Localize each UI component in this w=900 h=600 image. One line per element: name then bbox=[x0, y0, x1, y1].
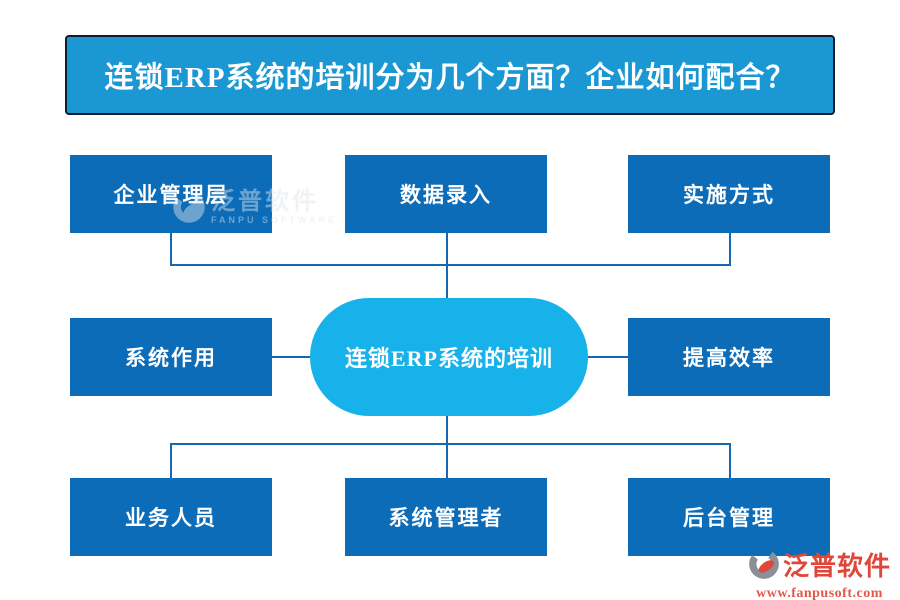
connector-top-right-vertical bbox=[729, 233, 731, 266]
footer-website-url: www.fanpusoft.com bbox=[756, 586, 883, 600]
node-label: 企业管理层 bbox=[113, 183, 229, 207]
node-system-role: 系统作用 bbox=[70, 318, 272, 396]
footer-brand-logo: 泛普软件 www.fanpusoft.com bbox=[748, 548, 891, 600]
page-title: 连锁ERP系统的培训分为几个方面？企业如何配合？ bbox=[104, 62, 796, 94]
node-label: 连锁ERP系统的培训 bbox=[344, 346, 553, 371]
node-label: 实施方式 bbox=[683, 183, 775, 207]
connector-top-left-vertical bbox=[170, 233, 172, 266]
node-business-staff: 业务人员 bbox=[70, 478, 272, 556]
node-system-administrator: 系统管理者 bbox=[345, 478, 547, 556]
node-backend-management: 后台管理 bbox=[628, 478, 830, 556]
node-label: 提高效率 bbox=[683, 346, 775, 370]
node-label: 后台管理 bbox=[683, 506, 775, 530]
node-central-erp-training: 连锁ERP系统的培训 bbox=[310, 298, 588, 416]
connector-bottom-right-vertical bbox=[729, 443, 731, 478]
node-label: 系统管理者 bbox=[388, 506, 504, 530]
node-implementation-method: 实施方式 bbox=[628, 155, 830, 233]
connector-middle-right-horizontal bbox=[588, 356, 628, 358]
fanpu-logo-icon bbox=[748, 548, 780, 585]
connector-bottom-center-stub bbox=[446, 416, 448, 445]
connector-top-horizontal bbox=[170, 264, 731, 266]
connector-bottom-horizontal bbox=[170, 443, 731, 445]
node-data-entry: 数据录入 bbox=[345, 155, 547, 233]
footer-brand-name: 泛普软件 bbox=[783, 551, 892, 581]
node-label: 业务人员 bbox=[125, 506, 217, 530]
node-enterprise-management: 企业管理层 bbox=[70, 155, 272, 233]
node-improve-efficiency: 提高效率 bbox=[628, 318, 830, 396]
title-banner: 连锁ERP系统的培训分为几个方面？企业如何配合？ bbox=[65, 35, 835, 115]
node-label: 数据录入 bbox=[400, 183, 492, 207]
connector-bottom-center-vertical bbox=[446, 443, 448, 478]
connector-middle-left-horizontal bbox=[272, 356, 310, 358]
connector-bottom-left-vertical bbox=[170, 443, 172, 478]
node-label: 系统作用 bbox=[125, 346, 217, 370]
